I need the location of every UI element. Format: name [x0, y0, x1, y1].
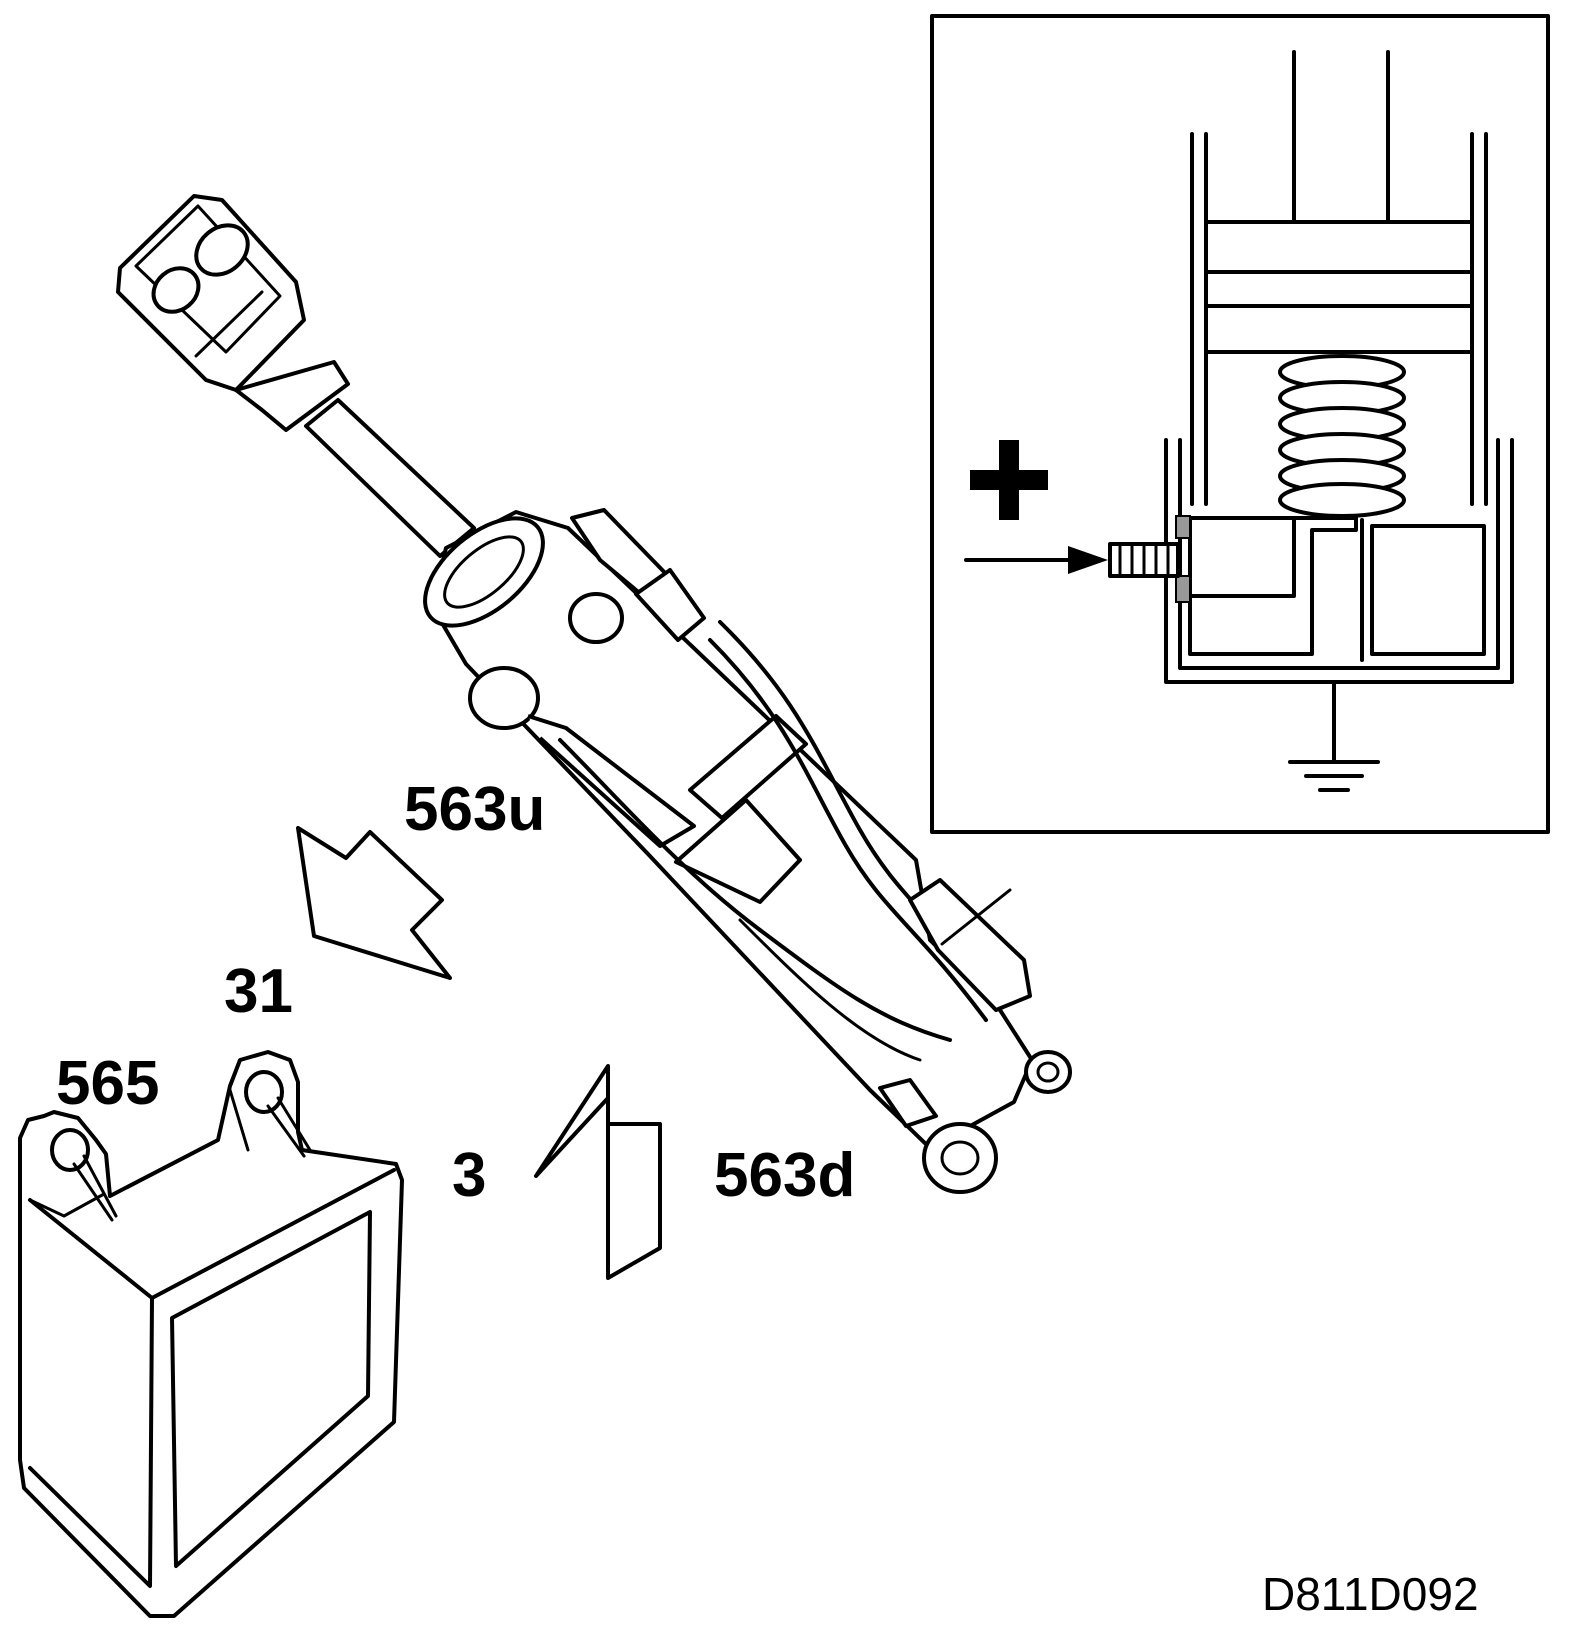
arrow-icon: [964, 546, 1108, 574]
cylinder-assembly: [116, 194, 1072, 1194]
label-565: 565: [56, 1049, 159, 1118]
inset-schematic: [930, 14, 1550, 834]
label-563u: 563u: [404, 775, 545, 844]
arrow-icon: [534, 1064, 662, 1280]
terminal-565-tab: [50, 1128, 118, 1222]
clevis-end: [116, 194, 350, 432]
figure-code: D811D092: [1262, 1568, 1479, 1620]
label-3: 3: [452, 1141, 486, 1210]
label-563d: 563d: [714, 1141, 855, 1210]
spring: [1278, 354, 1406, 518]
arrow-icon: [296, 826, 452, 980]
terminal-31-tab: [228, 1070, 312, 1158]
ground-symbol-icon: [1288, 680, 1380, 792]
label-31: 31: [224, 957, 293, 1026]
lower-eyelet: [878, 1078, 998, 1194]
relay-block: [18, 1050, 404, 1618]
plus-icon: [970, 440, 1048, 520]
